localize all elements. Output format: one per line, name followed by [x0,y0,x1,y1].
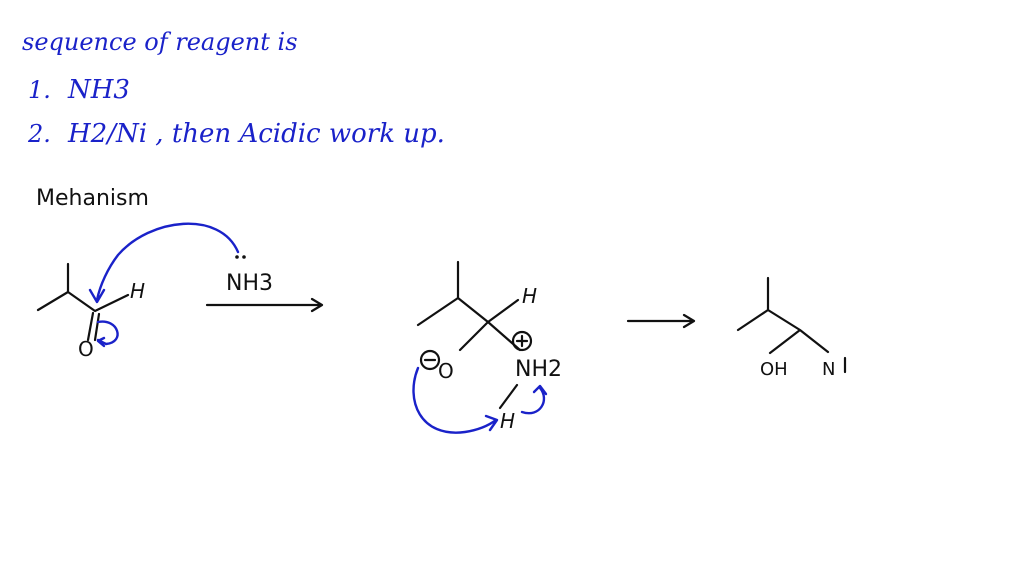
intermediate-h2-label: H [500,409,515,433]
ammonium-plus-charge [511,330,533,352]
start-aldehyde: H O [36,262,145,361]
intermediate: H O NH2 H [412,260,562,434]
step-2-number: 2. [27,120,51,148]
reaction-arrow-1 [205,297,324,313]
nucleophilic-attack-arrow [88,222,240,304]
intermediate-skeleton [416,260,522,352]
nh-bond-arrow [520,384,548,415]
reagent-notes: sequence of reagent is 1. NH3 2. H2/Ni ,… [22,28,445,149]
notes-intro-line: sequence of reagent is [22,28,298,56]
intermediate-o-label: O [438,359,454,383]
reaction-arrow-2 [626,313,696,329]
product-skeleton [736,276,830,355]
intermediate-n-label: NH2 [515,357,562,382]
start-carbonyl-bond [86,311,101,342]
start-skeleton [36,262,130,313]
proton-transfer-arrow [412,366,499,434]
oxide-minus-charge [419,349,441,371]
product-oh-label: OH [760,359,788,380]
n-h-bond [498,383,519,410]
step-1-reagent: NH3 [67,75,130,105]
start-h-label: H [130,279,145,303]
intermediate-h-label: H [522,284,537,308]
reagent-nh3-label: NH3 [226,271,273,296]
product-n-label: N [822,359,835,380]
step-2-reagent: H2/Ni , then Acidic work up. [67,119,445,149]
reagent-arrow-group: NH3 [205,255,324,313]
lone-pair-dot-2 [242,255,246,259]
start-o-label: O [78,337,94,361]
lone-pair-dot-1 [235,255,239,259]
mechanism-heading: Mehanism [36,186,149,211]
product: OH N [736,276,847,380]
step-1-number: 1. [28,76,51,104]
carbonyl-arrow [96,320,119,348]
